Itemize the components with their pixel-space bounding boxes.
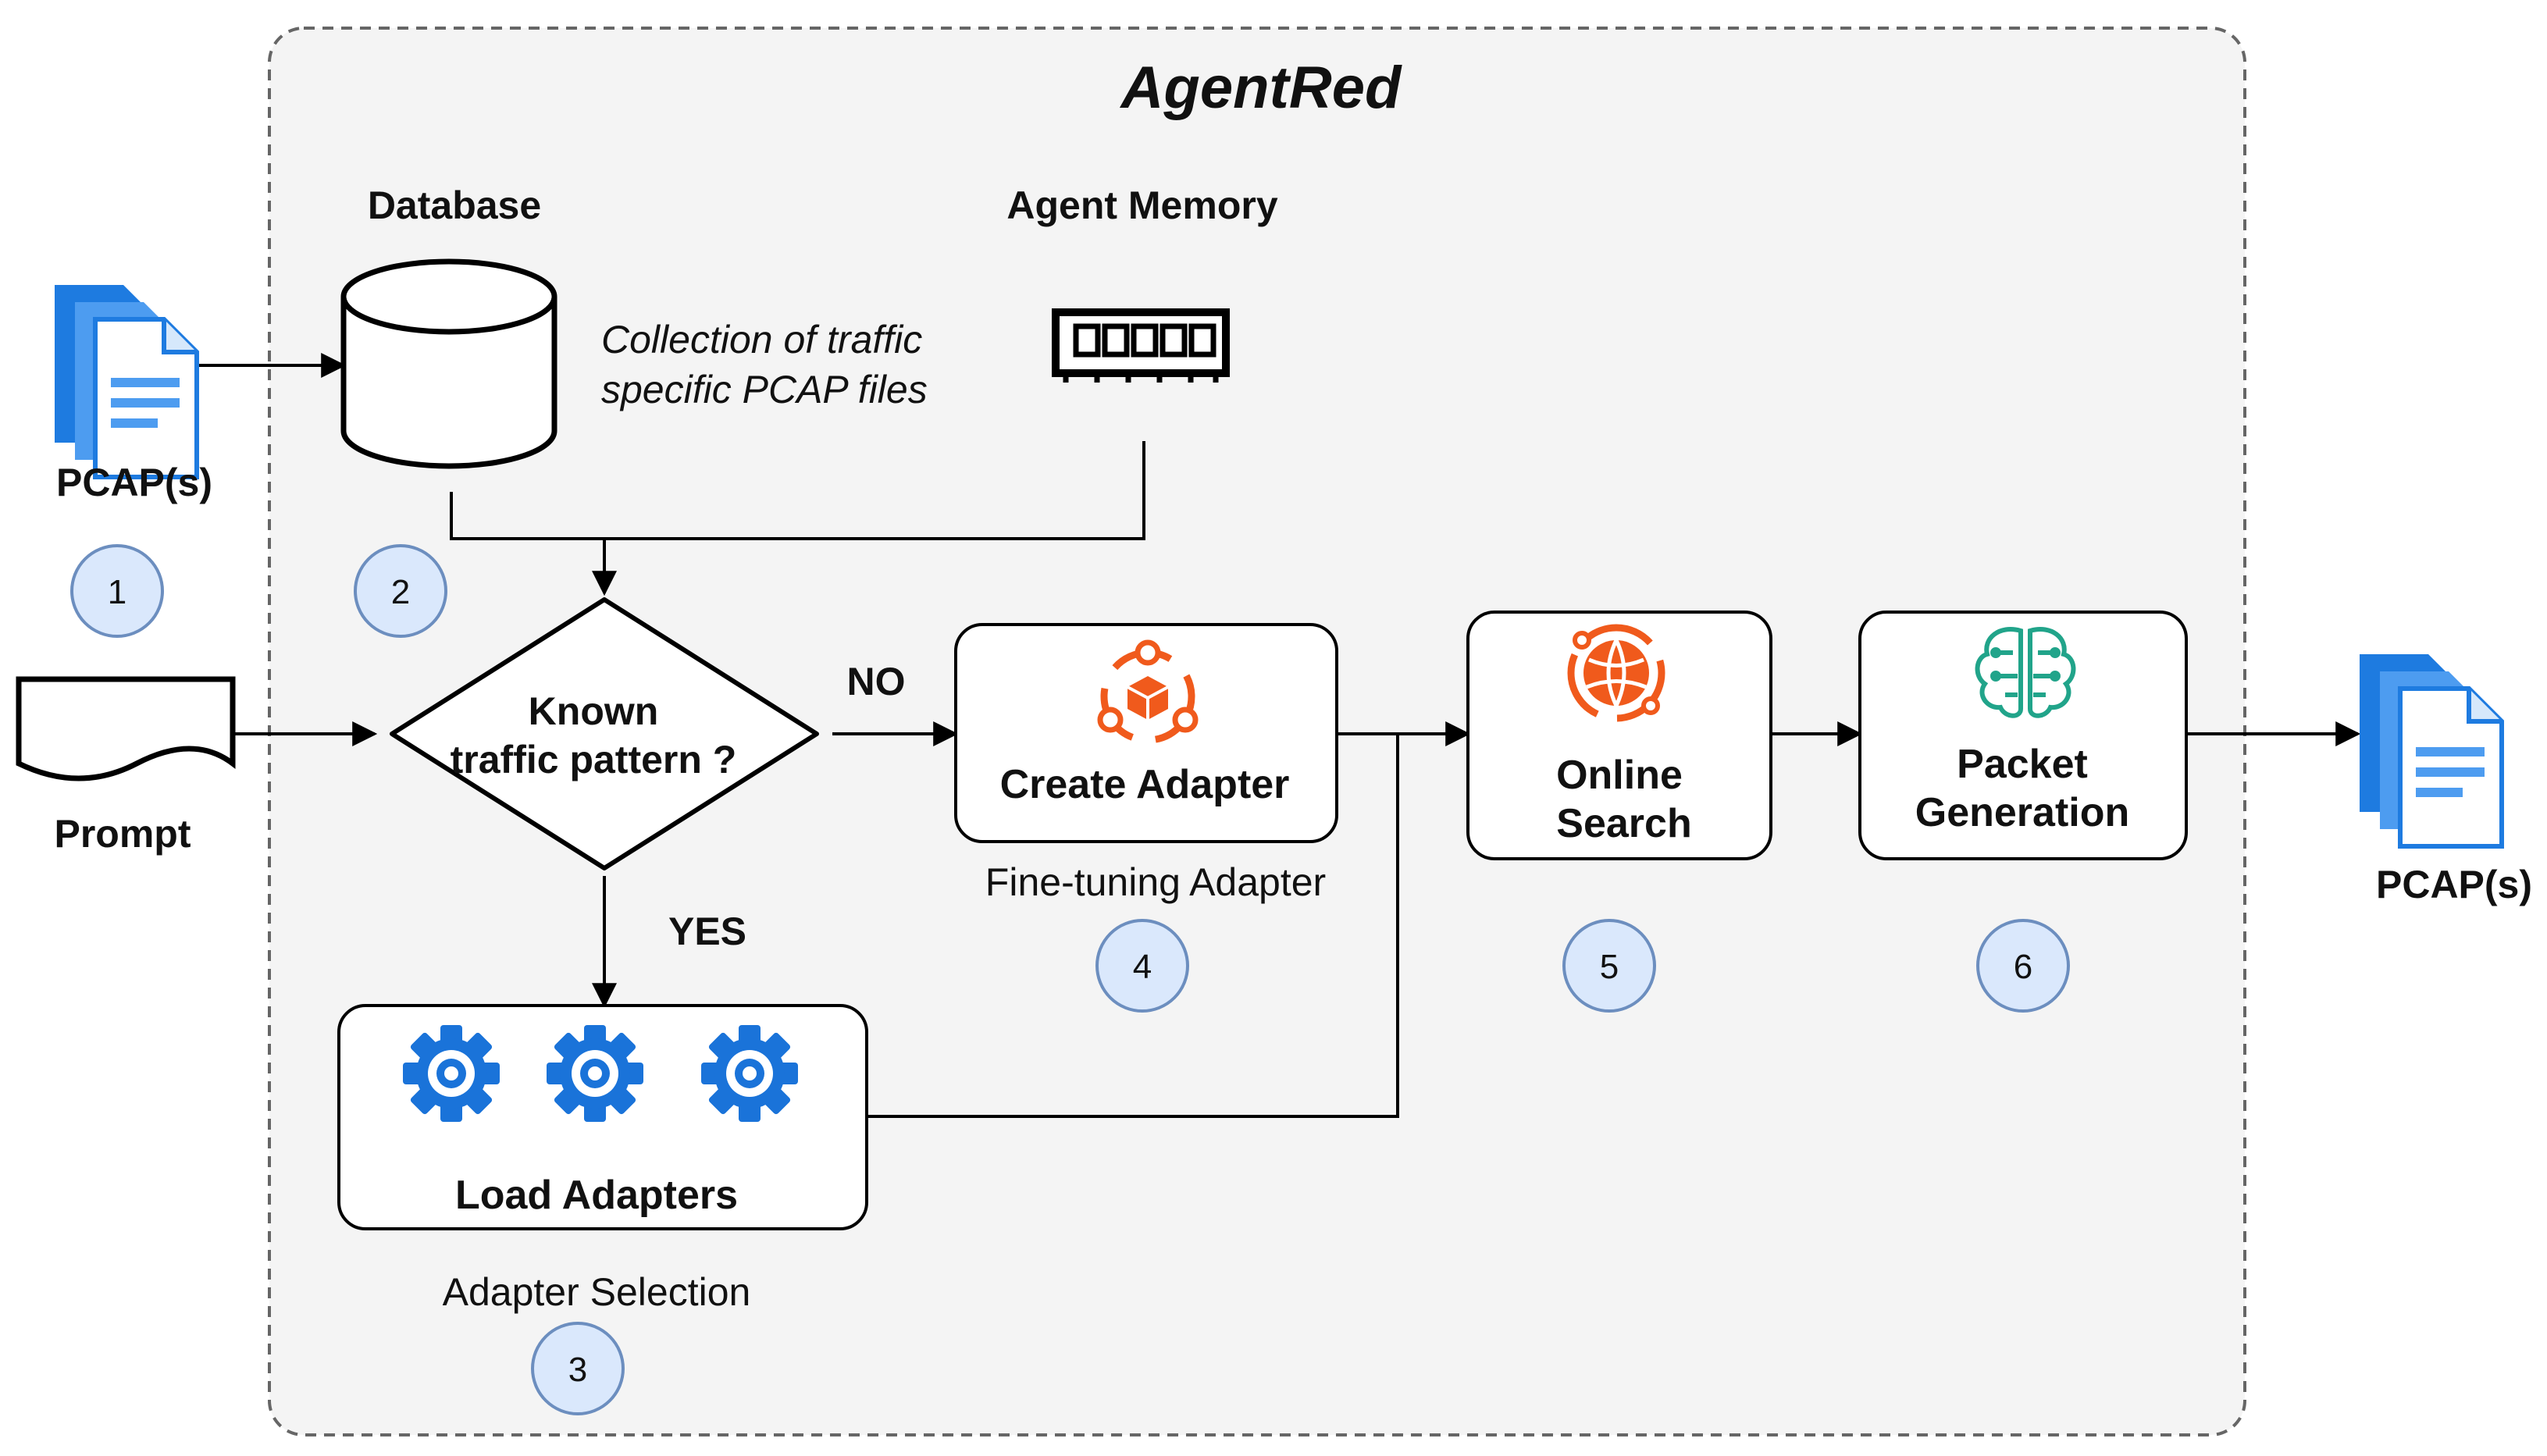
online-search-line2: Search [1556, 801, 1691, 846]
create-adapter-label: Create Adapter [1000, 762, 1290, 807]
step-2-number: 2 [391, 573, 410, 611]
step-3-number: 3 [568, 1351, 587, 1389]
agent-memory-label: Agent Memory [1006, 183, 1277, 227]
gear-icon [403, 1025, 500, 1122]
step-1-circle [70, 544, 164, 638]
fine-tuning-caption: Fine-tuning Adapter [985, 860, 1326, 904]
step-6-circle [1976, 919, 2070, 1013]
step-4-circle [1095, 919, 1189, 1013]
prompt-label: Prompt [55, 812, 191, 856]
packet-generation-line1: Packet [1957, 742, 2088, 787]
online-search-line1: Online [1556, 753, 1683, 798]
adapter-cube-icon [1097, 639, 1199, 744]
database-note-line1: Collection of traffic [601, 318, 922, 361]
edge-load-adapters-to-merge [867, 734, 1399, 1118]
prompt-document [16, 676, 236, 781]
input-pcap-label: PCAP(s) [56, 461, 212, 504]
globe-search-icon [1567, 624, 1665, 722]
decision-diamond [390, 597, 819, 870]
no-label: NO [847, 660, 906, 703]
step-6-number: 6 [2014, 948, 2032, 986]
gear-icon [701, 1025, 798, 1122]
load-adapters-label: Load Adapters [455, 1173, 738, 1218]
step-3-circle [531, 1322, 625, 1415]
memory-chip-icon [1052, 308, 1230, 383]
output-pcap-label: PCAP(s) [2376, 863, 2532, 906]
ai-brain-icon [1975, 627, 2076, 718]
edge-database-memory-to-decision [450, 441, 1145, 540]
database-note-line2: specific PCAP files [601, 368, 928, 411]
packet-generation-line2: Generation [1915, 790, 2130, 835]
agentred-title: AgentRed [1120, 55, 1402, 121]
step-5-number: 5 [1600, 948, 1619, 986]
step-2-circle [354, 544, 447, 638]
database-cylinder [340, 258, 557, 469]
input-pcap-icon [55, 285, 199, 479]
decision-line2: traffic pattern ? [451, 738, 737, 781]
yes-label: YES [668, 910, 746, 953]
decision-line1: Known [529, 689, 659, 733]
gear-icon [547, 1025, 643, 1122]
step-5-circle [1562, 919, 1656, 1013]
step-1-number: 1 [108, 573, 126, 611]
database-label: Database [368, 183, 541, 227]
output-pcap-icon [2360, 654, 2504, 849]
step-4-number: 4 [1133, 948, 1152, 986]
adapter-selection-caption: Adapter Selection [443, 1270, 751, 1314]
